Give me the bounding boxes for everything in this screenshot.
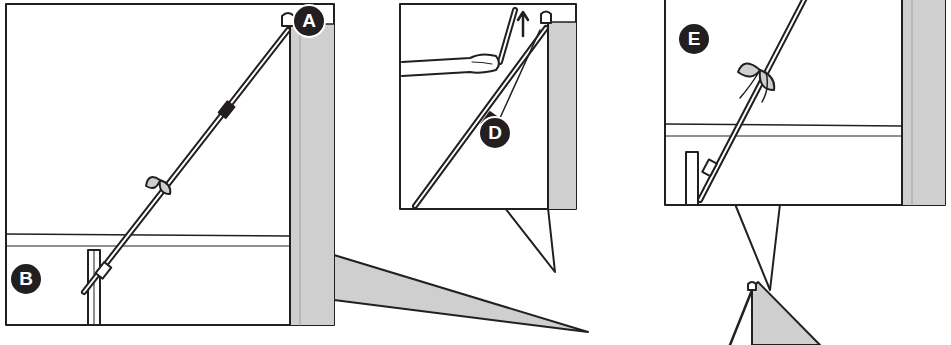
detail-panel bbox=[400, 4, 576, 209]
callout-text: B bbox=[19, 268, 33, 289]
callout-text: E bbox=[688, 28, 701, 49]
callout-letter: D bbox=[478, 116, 512, 150]
hand bbox=[402, 54, 499, 76]
callout-tail bbox=[505, 208, 555, 272]
callout-letter: E bbox=[677, 22, 711, 56]
callout-letter: B bbox=[9, 262, 43, 296]
callout-text: D bbox=[488, 122, 502, 143]
furniture-overview bbox=[752, 282, 820, 345]
detail-panel bbox=[6, 4, 334, 325]
callout-tail bbox=[735, 204, 780, 290]
strap-buckle bbox=[146, 177, 170, 194]
detail-panel bbox=[665, 0, 945, 205]
callout-letter: A bbox=[292, 4, 326, 38]
callout-text: A bbox=[302, 10, 316, 31]
pull-arrow bbox=[518, 12, 528, 36]
